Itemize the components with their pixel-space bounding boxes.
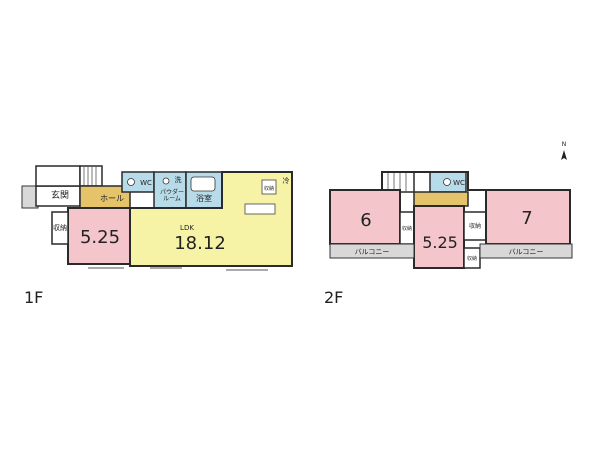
- room-7: [485, 189, 571, 245]
- wash-label: 洗: [175, 175, 182, 184]
- wc-label-2f: WC: [453, 179, 465, 187]
- bathtub-icon: [190, 176, 216, 192]
- floor-1-label: 1F: [24, 288, 44, 307]
- room-525-size-2f: 5.25: [422, 233, 458, 252]
- fridge-label: 冷: [283, 176, 290, 185]
- storage-left-1f: [51, 211, 69, 245]
- toilet-icon: [127, 178, 135, 186]
- second-floor-plan: WC 6 5.25 7 収納 収納 収納 バルコニー バルコニー: [329, 171, 573, 269]
- north-compass: N: [561, 141, 567, 160]
- hall-label: ホール: [100, 194, 124, 203]
- hall-2f: [413, 191, 469, 207]
- room-525-1f: [67, 207, 131, 265]
- balcony-left-label: バルコニー: [355, 248, 390, 256]
- north-arrow-icon: [561, 150, 567, 160]
- room-525-size-1f: 5.25: [80, 227, 120, 248]
- floor-2-label: 2F: [324, 288, 344, 307]
- ldk-size: 18.12: [174, 233, 226, 254]
- bath-label: 浴室: [196, 193, 212, 203]
- washer-icon: [162, 177, 170, 185]
- kitchen-counter: [244, 203, 276, 215]
- wc-label-1f: WC: [140, 179, 152, 187]
- ldk-room: [129, 171, 293, 267]
- storage-b-label: 収納: [467, 255, 477, 262]
- powder-room-label: パウダールーム: [160, 188, 184, 203]
- outer-wall-2f: [330, 171, 570, 191]
- storage-c-label: 収納: [469, 222, 481, 230]
- kitchen-storage: [261, 179, 277, 195]
- balcony-left: [329, 243, 415, 259]
- room-7-size: 7: [521, 208, 532, 229]
- room-6-size: 6: [360, 210, 371, 231]
- toilet-icon-2f: [443, 178, 451, 186]
- genkan-label: 玄関: [51, 189, 69, 201]
- balcony-right: [479, 243, 573, 259]
- kitchen-storage-label: 収納: [264, 185, 274, 192]
- first-floor-plan: 玄関 WC ホール 洗 パウダールーム 浴室 LDK 18.12 収納 冷 収納…: [21, 165, 293, 271]
- storage-a-label: 収納: [402, 225, 412, 232]
- balcony-right-label: バルコニー: [509, 248, 544, 256]
- genkan-storage: [35, 165, 81, 187]
- stairs-1f: [79, 165, 103, 187]
- ldk-label: LDK: [180, 224, 194, 232]
- storage-left-label-1f: 収納: [53, 223, 67, 232]
- room-6: [329, 189, 401, 245]
- north-label: N: [562, 141, 567, 148]
